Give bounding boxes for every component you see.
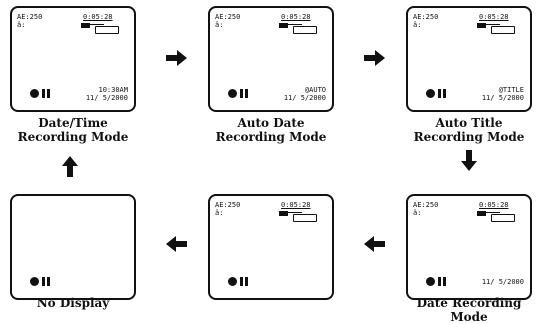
mic-indicator: â:: [17, 21, 26, 29]
ae-readout: AE:250: [215, 13, 241, 21]
tape-counter: 0:05:28: [479, 13, 509, 21]
ae-readout: AE:250: [413, 201, 439, 209]
record-indicator-icon: [30, 89, 60, 98]
arrow-right-icon: [166, 50, 187, 66]
date-display: 11/ 5/2000: [283, 94, 326, 102]
record-indicator-icon: [426, 89, 456, 98]
battery-icon: [279, 23, 317, 34]
arrow-up-icon: [62, 156, 78, 177]
label-autotitle: Auto Title Recording Mode: [413, 116, 525, 144]
arrow-down-icon: [461, 150, 477, 171]
label-autodate: Auto Date Recording Mode: [215, 116, 327, 144]
label-datetime: Date/Time Recording Mode: [17, 116, 129, 144]
battery-icon: [477, 211, 515, 222]
arrow-left-icon: [166, 236, 187, 252]
record-indicator-icon: [228, 89, 258, 98]
battery-icon: [81, 23, 119, 34]
ae-readout: AE:250: [215, 201, 241, 209]
mic-indicator: â:: [413, 21, 422, 29]
tape-counter: 0:05:28: [83, 13, 113, 21]
title-indicator: @TITLE: [498, 86, 524, 94]
date-display: 11/ 5/2000: [481, 94, 524, 102]
battery-icon: [279, 211, 317, 222]
mic-indicator: â:: [215, 21, 224, 29]
mic-indicator: â:: [413, 209, 422, 217]
battery-icon: [477, 23, 515, 34]
ae-readout: AE:250: [413, 13, 439, 21]
arrow-right-icon: [364, 50, 385, 66]
date-display: 11/ 5/2000: [481, 278, 524, 286]
label-daterec: Date Recording Mode: [416, 296, 522, 324]
tape-counter: 0:05:28: [281, 13, 311, 21]
ae-readout: AE:250: [17, 13, 43, 21]
record-indicator-icon: [426, 277, 456, 286]
screen-autotitle: AE:250 â: 0:05:28 @TITLE 11/ 5/2000: [406, 6, 532, 112]
tape-counter: 0:05:28: [281, 201, 311, 209]
screen-timeonly: AE:250 â: 0:05:28: [208, 194, 334, 300]
arrow-left-icon: [364, 236, 385, 252]
screen-autodate: AE:250 â: 0:05:28 @AUTO 11/ 5/2000: [208, 6, 334, 112]
date-display: 11/ 5/2000: [85, 94, 128, 102]
time-display: 10:30AM: [98, 86, 128, 94]
auto-indicator: @AUTO: [304, 86, 326, 94]
screen-datetime: AE:250 â: 0:05:28 10:30AM 11/ 5/2000: [10, 6, 136, 112]
screen-nodisplay: [10, 194, 136, 300]
label-nodisplay: No Display: [36, 296, 110, 310]
tape-counter: 0:05:28: [479, 201, 509, 209]
record-indicator-icon: [30, 277, 60, 286]
screen-daterec: AE:250 â: 0:05:28 11/ 5/2000: [406, 194, 532, 300]
mic-indicator: â:: [215, 209, 224, 217]
record-indicator-icon: [228, 277, 258, 286]
